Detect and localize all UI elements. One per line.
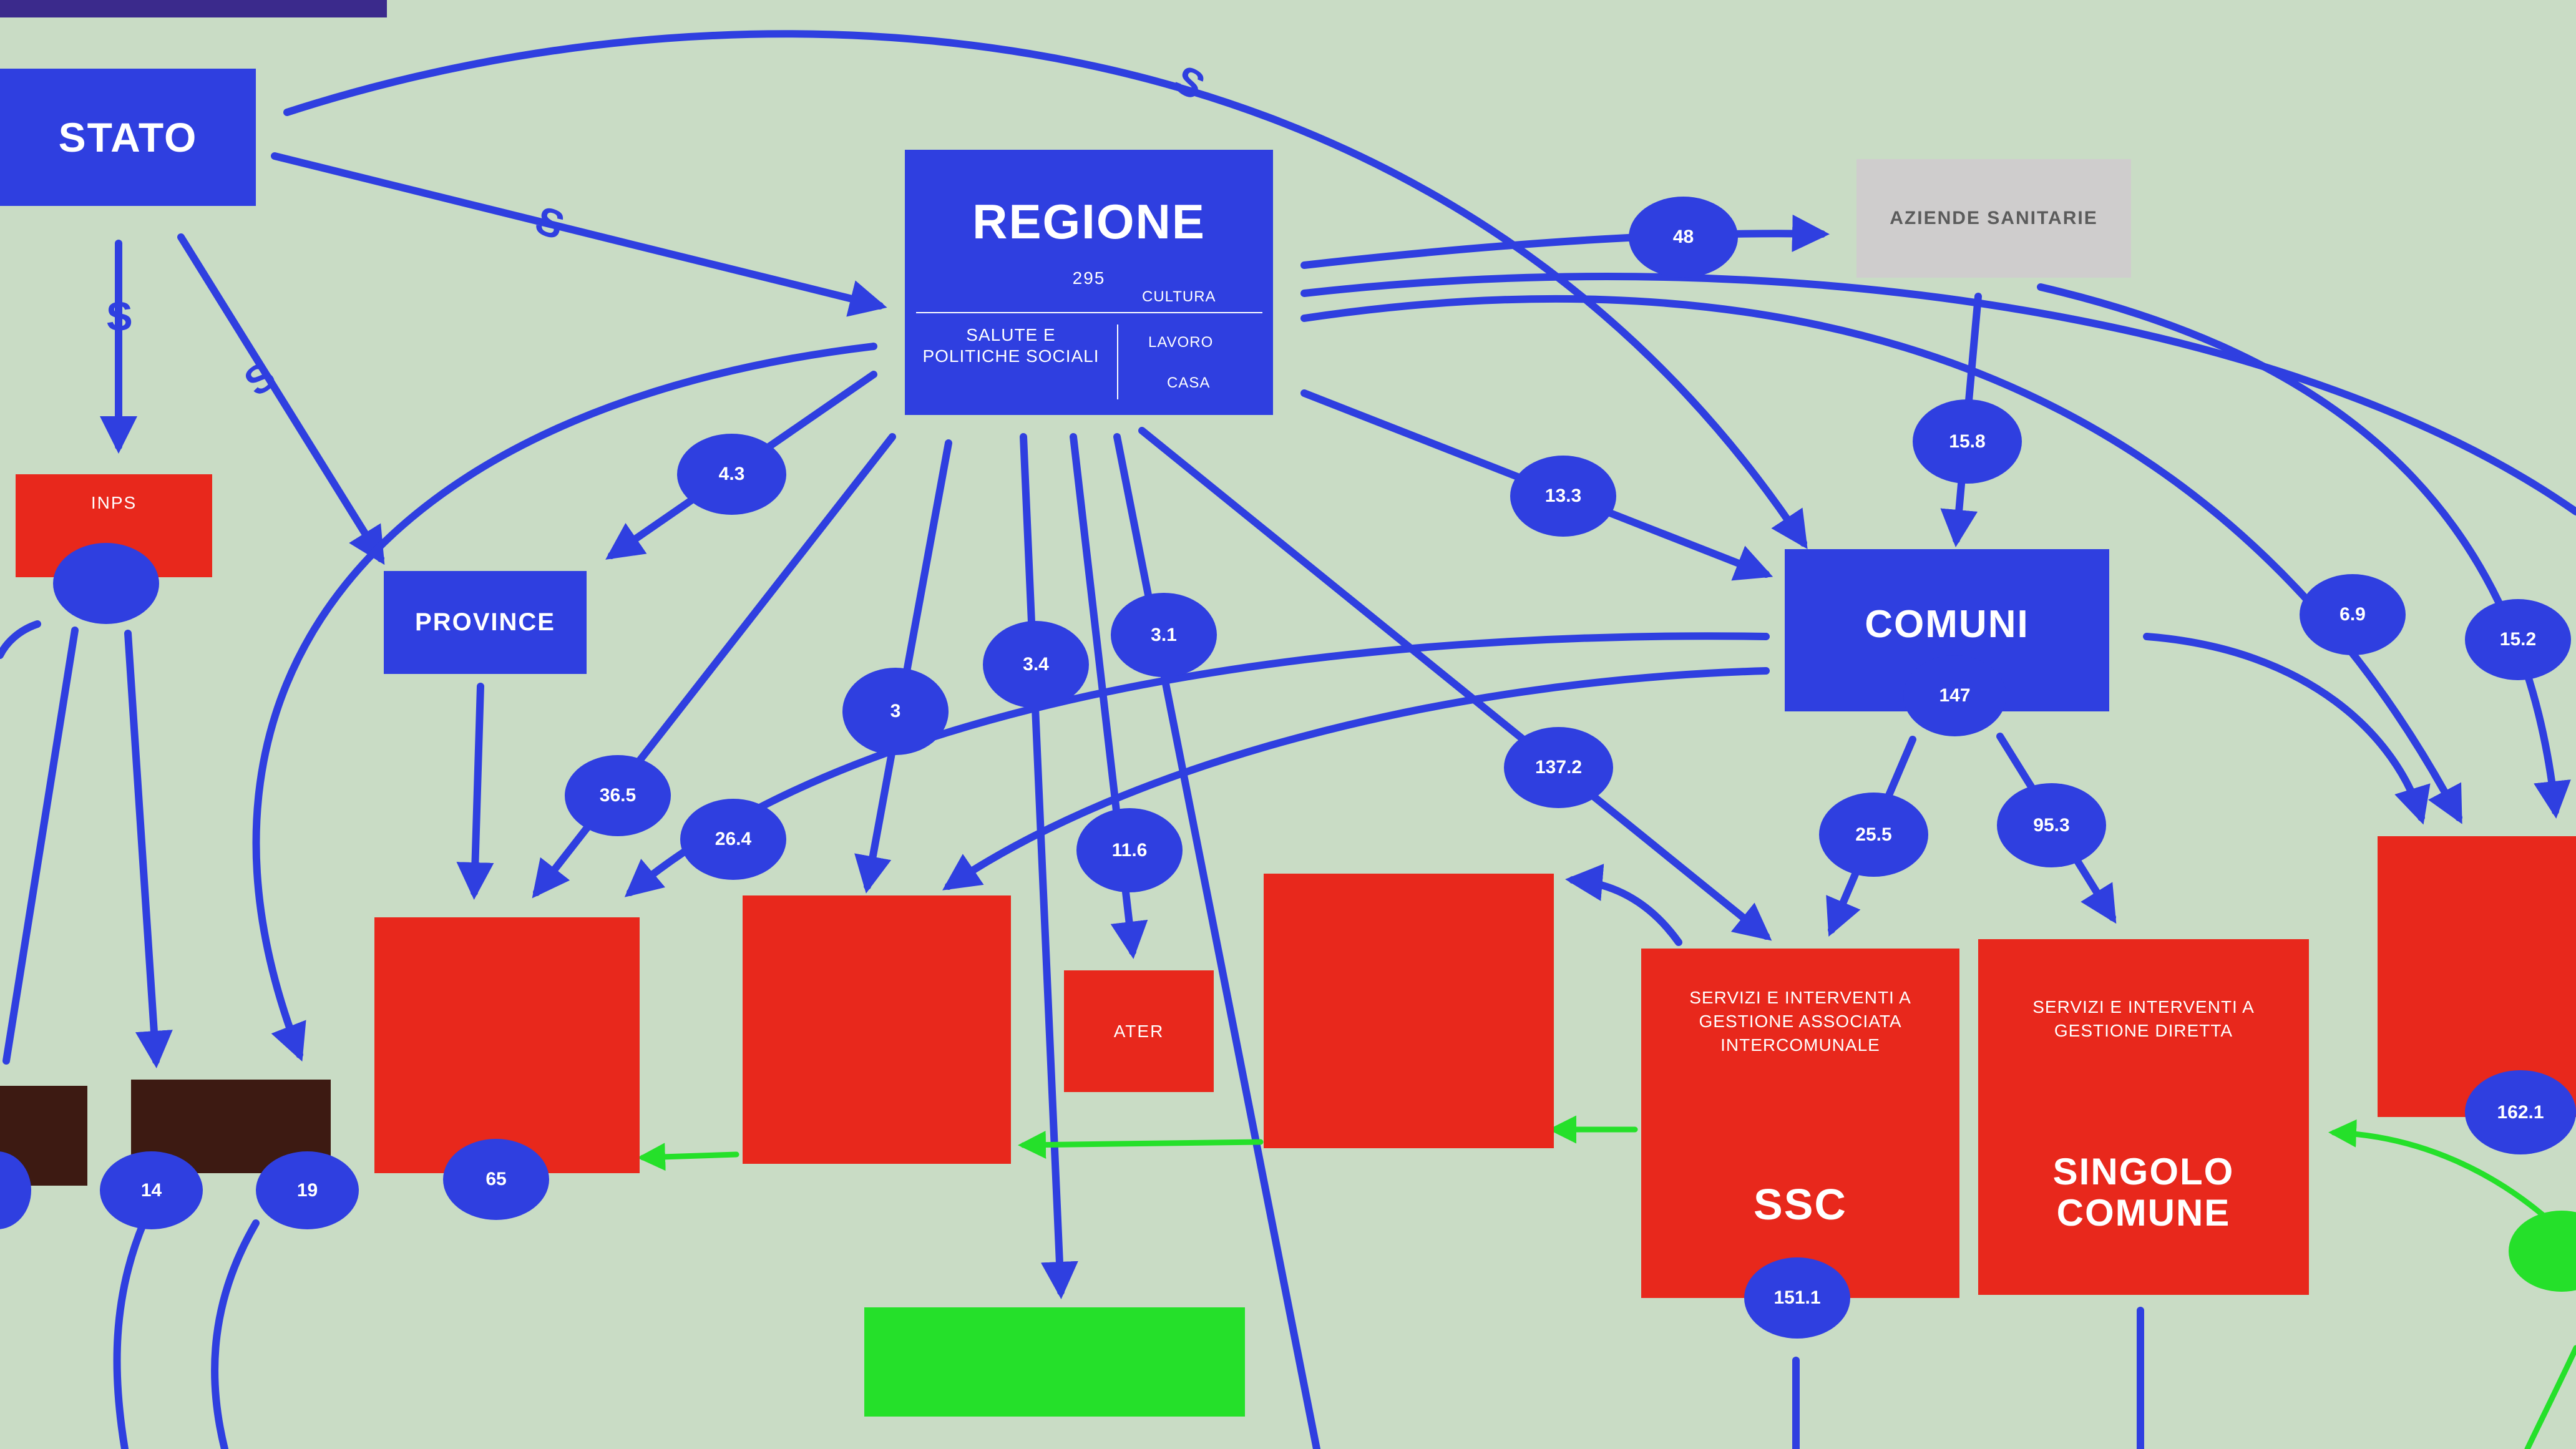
value-circle: 36.5 xyxy=(565,755,671,836)
node-singolo-desc: SERVIZI E INTERVENTI A GESTIONE DIRETTA xyxy=(2032,997,2255,1040)
regione-vdivider xyxy=(1117,324,1118,399)
value-circle: 3.4 xyxy=(983,621,1089,708)
edge-left-curve xyxy=(0,620,41,659)
edge-stato-comuni xyxy=(283,30,1808,549)
value-circle xyxy=(53,543,159,624)
edge-brown1-down xyxy=(113,1219,147,1449)
value-circle: 151.1 xyxy=(1744,1257,1850,1339)
edge-green-right-bottom xyxy=(2524,1345,2576,1449)
top-band xyxy=(0,0,387,17)
node-red-box-2 xyxy=(743,895,1011,1164)
edge-ssc-enti xyxy=(1565,864,1682,946)
value-circle: 13.3 xyxy=(1510,456,1616,537)
node-regione-sub-casa: CASA xyxy=(1167,374,1211,391)
node-green-box xyxy=(864,1307,1245,1417)
node-regione: REGIONE 295 SALUTE E POLITICHE SOCIALI C… xyxy=(905,150,1273,415)
edge-stato-regione xyxy=(271,152,887,317)
edge-inps-brown xyxy=(124,630,173,1068)
value-circle: 3 xyxy=(842,668,949,755)
edge-regione-brown-box xyxy=(252,343,877,1062)
node-red-box-right xyxy=(2378,836,2576,1117)
node-province: PROVINCE xyxy=(384,571,587,674)
node-regione-sub-cultura: CULTURA xyxy=(1142,288,1216,305)
edge-regione-ssc xyxy=(1138,427,1772,941)
node-red-box-enti xyxy=(1264,874,1554,1148)
edge-comuni-far-right xyxy=(2143,633,2431,825)
node-ssc: SERVIZI E INTERVENTI A GESTIONE ASSOCIAT… xyxy=(1641,949,1959,1298)
edge-green-enti-red2 xyxy=(1018,1131,1264,1159)
value-circle: 137.2 xyxy=(1504,727,1613,808)
node-red-box-1 xyxy=(374,917,640,1173)
node-ssc-desc: SERVIZI E INTERVENTI A GESTIONE ASSOCIAT… xyxy=(1689,988,1911,1055)
value-circle: 15.2 xyxy=(2465,599,2571,680)
edge-brown2-down xyxy=(211,1219,260,1449)
edge-province-red1 xyxy=(456,683,494,900)
value-circle: 11.6 xyxy=(1076,808,1183,892)
edge-stato-province xyxy=(177,233,385,565)
edge-comuni-red2 xyxy=(942,667,1770,890)
value-badge: 147 xyxy=(1903,655,2006,736)
node-ater: ATER xyxy=(1064,970,1214,1092)
node-regione-title: REGIONE xyxy=(972,194,1206,249)
value-circle: 3.1 xyxy=(1111,593,1217,677)
value-circle: 65 xyxy=(443,1139,549,1220)
node-comuni-title: COMUNI xyxy=(1865,603,2029,646)
value-circle: 4.3 xyxy=(677,434,786,515)
value-circle: 26.4 xyxy=(680,799,786,880)
node-singolo-comune: SERVIZI E INTERVENTI A GESTIONE DIRETTA … xyxy=(1978,939,2309,1295)
value-circle: 15.8 xyxy=(1913,399,2022,484)
value-circle: 25.5 xyxy=(1819,793,1928,877)
node-ssc-title: SSC xyxy=(1754,1180,1847,1229)
node-regione-value: 295 xyxy=(1072,268,1106,288)
value-circle: 6.9 xyxy=(2300,574,2406,655)
node-regione-sub-left: SALUTE E POLITICHE SOCIALI xyxy=(922,325,1100,366)
edge-regione-red2 xyxy=(854,439,952,894)
edge-regione-green xyxy=(1020,433,1078,1299)
edge-regione-far-right-1 xyxy=(1300,273,2576,515)
regione-divider xyxy=(916,312,1262,313)
value-circle: 95.3 xyxy=(1997,783,2106,867)
value-circle: 162.1 xyxy=(2465,1070,2576,1154)
edge-aziende-far-right xyxy=(2037,283,2571,819)
value-circle: 14 xyxy=(100,1151,203,1229)
value-circle: 48 xyxy=(1629,197,1738,278)
node-stato: STATO xyxy=(0,69,256,206)
edge-regione-aziende xyxy=(1300,214,1830,269)
node-singolo-title: SINGOLO COMUNE xyxy=(2052,1151,2235,1234)
node-aziende-sanitarie: AZIENDE SANITARIE xyxy=(1856,159,2131,278)
edge-inps-left xyxy=(2,627,79,1065)
node-regione-sub-lavoro: LAVORO xyxy=(1148,334,1214,351)
edge-green-red2-red1 xyxy=(637,1143,739,1171)
edge-label-s: S xyxy=(106,294,133,339)
value-circle: 19 xyxy=(256,1151,359,1229)
edge-green-right xyxy=(2328,1119,2555,1226)
